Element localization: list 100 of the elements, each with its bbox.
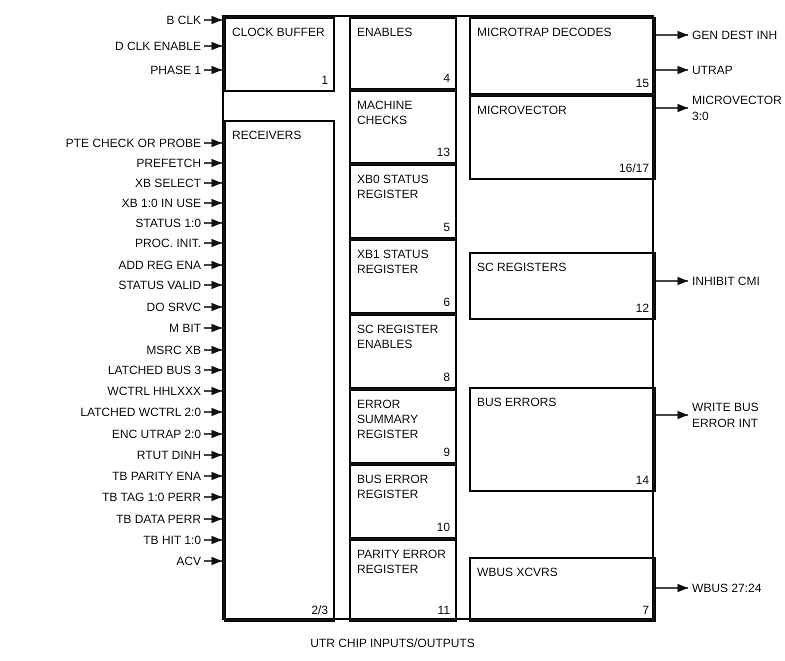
block-number: 16/17 [618,161,649,175]
function-block [224,120,335,622]
arrow [204,472,222,480]
arrow [204,324,222,332]
function-block [349,90,457,164]
block-title: SC REGISTERS [477,260,568,275]
arrow [654,584,688,592]
signal-label: ENC UTRAP 2:0 [5,426,201,442]
block-title: BUS ERROR REGISTER [357,472,430,502]
function-block [469,95,656,180]
block-number: 10 [436,520,450,534]
block-title: XB1 STATUS REGISTER [357,247,430,277]
function-block [224,17,335,92]
arrow [204,238,222,248]
block-title: CLOCK BUFFER [232,25,326,40]
block-title: PARITY ERROR REGISTER [357,547,447,577]
block-number: 4 [443,71,450,85]
signal-label: TB PARITY ENA [5,468,201,484]
block-number: 13 [436,145,450,159]
arrow [204,42,222,50]
block-number: 1 [321,73,328,87]
block-title: MICROVECTOR [477,103,568,118]
signal-label: INHIBIT CMI [692,273,784,289]
arrow [654,66,688,74]
block-title: WBUS XCVRS [477,565,559,580]
arrow [654,410,688,420]
function-block [349,389,457,464]
signal-label: WCTRL HHLXXX [5,383,201,399]
chip-outline [222,15,654,620]
block-title: RECEIVERS [232,128,302,143]
signal-label: LATCHED WCTRL 2:0 [5,404,201,420]
signal-label: PTE CHECK OR PROBE [5,135,201,151]
arrow [204,346,222,354]
arrow [204,66,222,74]
block-number: 14 [636,473,649,487]
block-number: 11 [438,603,450,617]
arrow [654,276,688,286]
signal-label: MSRC XB [5,342,201,358]
arrow [204,492,222,502]
block-title: ERROR SUMMARY REGISTER [357,397,420,442]
arrow [204,450,222,460]
arrow [204,280,222,290]
block-number: 12 [636,301,649,315]
signal-label: D CLK ENABLE [5,38,201,54]
function-block [349,164,457,239]
signal-label: ADD REG ENA [5,257,201,273]
block-number: 15 [636,76,649,90]
arrow [204,158,222,168]
arrow [204,536,222,544]
signal-label: PHASE 1 [5,62,201,78]
arrow [204,386,222,396]
arrow [204,218,222,228]
arrow [204,556,222,566]
signal-label: LATCHED BUS 3 [5,362,201,378]
signal-label: PREFETCH [5,155,201,171]
signal-label: TB HIT 1:0 [5,532,201,548]
signal-label: DO SRVC [5,299,201,315]
arrow [204,138,222,148]
arrow [204,430,222,438]
block-title: MACHINE CHECKS [357,98,414,128]
arrow [204,260,222,270]
block-title: XB0 STATUS REGISTER [357,172,430,202]
block-number: 8 [443,370,450,384]
function-block [349,314,457,389]
block-number: 2/3 [311,603,328,617]
signal-label: PROC. INIT. [5,235,201,251]
block-title: MICROTRAP DECODES [477,25,612,40]
signal-label: RTUT DINH [5,447,201,463]
block-number: 5 [443,220,450,234]
function-block [469,17,656,95]
signal-label: MICROVECTOR 3:0 [692,92,784,124]
signal-label: GEN DEST INH [692,27,784,43]
block-title: SC REGISTER ENABLES [357,322,440,352]
function-block [469,557,656,622]
block-number: 9 [443,445,450,459]
function-block [469,252,656,320]
arrow [204,302,222,312]
signal-label: ACV [5,553,201,569]
signal-label: TB DATA PERR [5,511,201,527]
signal-label: TB TAG 1:0 PERR [5,489,201,505]
signal-label: WBUS 27:24 [692,580,784,596]
signal-label: XB 1:0 IN USE [5,195,201,211]
arrow [204,514,222,524]
signal-label: STATUS VALID [5,277,201,293]
signal-label: B CLK [5,12,201,28]
function-block [469,387,656,492]
function-block [349,539,457,622]
signal-label: XB SELECT [5,175,201,191]
signal-label: WRITE BUS ERROR INT [692,399,784,431]
block-title: ENABLES [357,25,414,40]
signal-label: M BIT [5,320,201,336]
function-block [349,464,457,539]
caption: UTR CHIP INPUTS/OUTPUTS [309,636,476,650]
signal-label: UTRAP [692,62,784,78]
arrow [204,366,222,374]
function-block [349,239,457,314]
arrow [204,178,222,188]
signal-label: STATUS 1:0 [5,215,201,231]
block-number: 6 [443,295,450,309]
arrow [204,408,222,416]
